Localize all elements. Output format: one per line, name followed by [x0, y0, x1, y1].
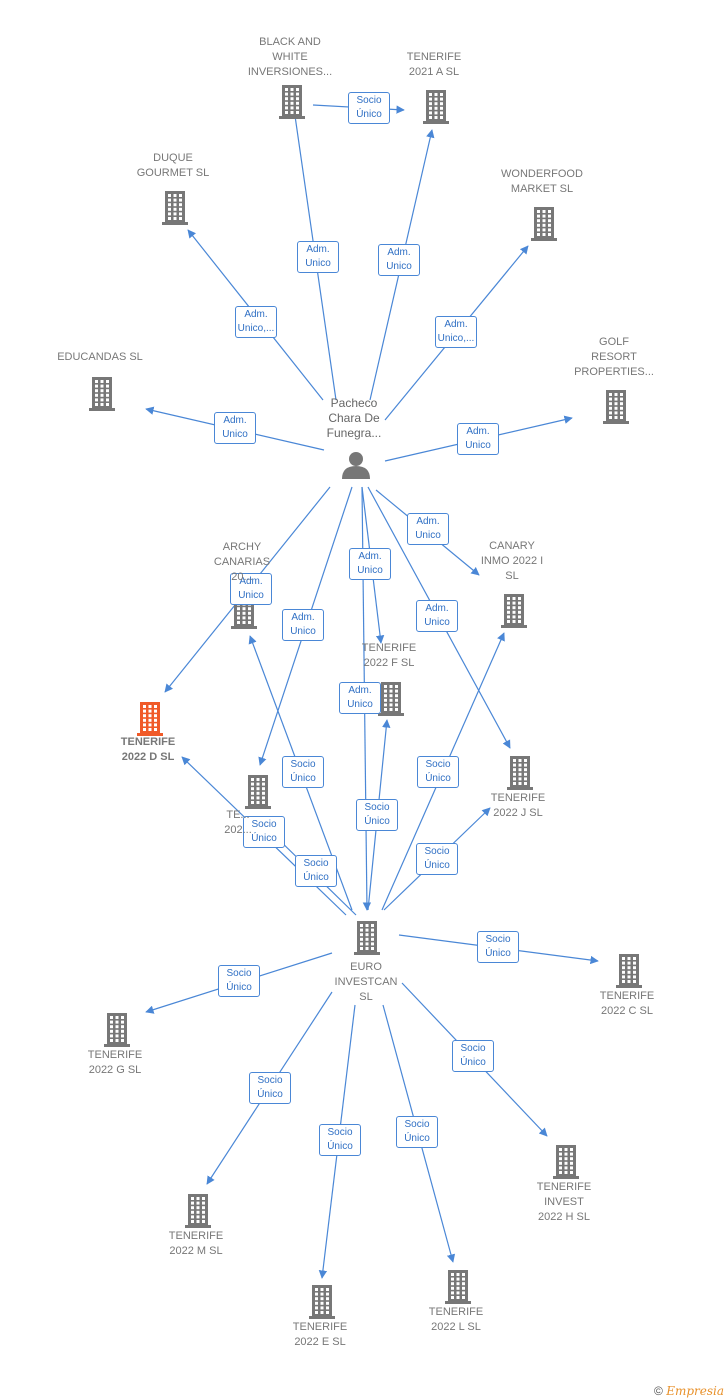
building-icon[interactable]: [185, 1194, 211, 1228]
relation-badge[interactable]: Adm. Unico: [230, 573, 272, 605]
building-icon[interactable]: [603, 390, 629, 424]
relation-badge[interactable]: Socio Único: [218, 965, 260, 997]
relation-badge[interactable]: Adm. Unico,...: [235, 306, 277, 338]
company-label-archy[interactable]: ARCHY CANARIAS 20...: [213, 541, 271, 583]
relation-badge[interactable]: Adm. Unico: [457, 423, 499, 455]
relation-badge[interactable]: Adm. Unico: [378, 244, 420, 276]
building-icon[interactable]: [279, 85, 305, 119]
company-label-golf[interactable]: GOLF RESORT PROPERTIES...: [574, 336, 654, 378]
hub-company-icon[interactable]: [354, 921, 380, 955]
footer: © Empresia: [654, 1384, 724, 1398]
relation-badge[interactable]: Socio Único: [249, 1072, 291, 1104]
hub-company-label[interactable]: EURO INVESTCAN SL: [334, 961, 398, 1003]
relation-badge[interactable]: Adm. Unico: [339, 682, 381, 714]
relation-badge[interactable]: Socio Único: [416, 843, 458, 875]
relation-badge[interactable]: Adm. Unico: [416, 600, 458, 632]
company-label-tenerife_2022d[interactable]: TENERIFE 2022 D SL: [120, 736, 176, 763]
relation-badge[interactable]: Socio Único: [319, 1124, 361, 1156]
building-icon[interactable]: [616, 954, 642, 988]
building-icon[interactable]: [378, 682, 404, 716]
relation-badge[interactable]: Socio Único: [348, 92, 390, 124]
relation-badge[interactable]: Socio Único: [477, 931, 519, 963]
relation-badge[interactable]: Socio Único: [243, 816, 285, 848]
person-name[interactable]: Pacheco Chara De Funegra...: [326, 396, 382, 440]
building-icon[interactable]: [445, 1270, 471, 1304]
building-icon[interactable]: [162, 191, 188, 225]
company-label-tenerife_2022c[interactable]: TENERIFE 2022 C SL: [599, 990, 655, 1017]
company-label-tenerife_2022g[interactable]: TENERIFE 2022 G SL: [87, 1049, 143, 1076]
building-icon[interactable]: [507, 756, 533, 790]
relation-badge[interactable]: Adm. Unico: [214, 412, 256, 444]
relation-badge[interactable]: Socio Único: [417, 756, 459, 788]
company-label-tenerife_2022h[interactable]: TENERIFE INVEST 2022 H SL: [536, 1181, 592, 1223]
company-label-educandas[interactable]: EDUCANDAS SL: [57, 351, 143, 363]
relation-badge[interactable]: Socio Único: [452, 1040, 494, 1072]
brand-logo[interactable]: Empresia: [666, 1384, 724, 1398]
relation-badge[interactable]: Socio Único: [396, 1116, 438, 1148]
copyright-mark: ©: [654, 1384, 663, 1398]
person-icon[interactable]: [342, 452, 370, 479]
building-icon[interactable]: [423, 90, 449, 124]
relation-badge[interactable]: Socio Único: [282, 756, 324, 788]
company-label-canary[interactable]: CANARY INMO 2022 I SL: [480, 540, 544, 582]
relation-badge[interactable]: Socio Único: [295, 855, 337, 887]
icons-layer: [89, 85, 642, 1319]
company-label-tenerife_2022x[interactable]: TE... 202...: [224, 809, 252, 836]
building-icon[interactable]: [137, 702, 163, 736]
building-icon[interactable]: [245, 775, 271, 809]
company-label-tenerife_2022m[interactable]: TENERIFE 2022 M SL: [168, 1230, 224, 1257]
relation-badge[interactable]: Adm. Unico: [297, 241, 339, 273]
company-label-tenerife_2022f[interactable]: TENERIFE 2022 F SL: [361, 642, 417, 669]
relation-badge[interactable]: Socio Único: [356, 799, 398, 831]
company-label-wonderfood[interactable]: WONDERFOOD MARKET SL: [501, 168, 583, 195]
relation-badge[interactable]: Adm. Unico: [349, 548, 391, 580]
company-label-tenerife_2022j[interactable]: TENERIFE 2022 J SL: [490, 792, 546, 819]
relation-badge[interactable]: Adm. Unico: [282, 609, 324, 641]
company-label-tenerife_2021a[interactable]: TENERIFE 2021 A SL: [406, 51, 462, 78]
building-icon[interactable]: [501, 594, 527, 628]
building-icon[interactable]: [89, 377, 115, 411]
building-icon[interactable]: [309, 1285, 335, 1319]
building-icon[interactable]: [553, 1145, 579, 1179]
relation-badge[interactable]: Adm. Unico,...: [435, 316, 477, 348]
company-label-tenerife_2022e[interactable]: TENERIFE 2022 E SL: [292, 1321, 348, 1348]
building-icon[interactable]: [104, 1013, 130, 1047]
company-label-black_white[interactable]: BLACK AND WHITE INVERSIONES...: [247, 36, 333, 78]
company-label-tenerife_2022l[interactable]: TENERIFE 2022 L SL: [428, 1306, 484, 1333]
building-icon[interactable]: [531, 207, 557, 241]
relation-badge[interactable]: Adm. Unico: [407, 513, 449, 545]
company-label-duque[interactable]: DUQUE GOURMET SL: [136, 152, 210, 179]
